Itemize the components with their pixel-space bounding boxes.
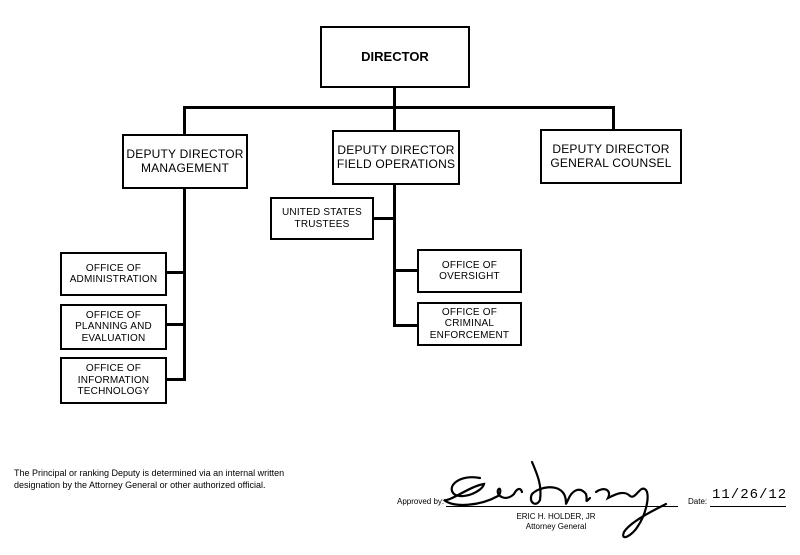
- connector-to-planning: [166, 323, 186, 326]
- approved-by-label: Approved by:: [397, 497, 445, 506]
- deputy-general-counsel-label: DEPUTY DIRECTOR GENERAL COUNSEL: [550, 141, 672, 170]
- director-label: DIRECTOR: [361, 48, 429, 64]
- connector-to-field-ops: [393, 106, 396, 132]
- principal-deputy-note: The Principal or ranking Deputy is deter…: [14, 468, 285, 490]
- signer-name: ERIC H. HOLDER, JR: [516, 512, 596, 521]
- office-criminal-enforcement-box: OFFICE OF CRIMINAL ENFORCEMENT: [417, 302, 522, 346]
- connector-to-management: [183, 106, 186, 136]
- signature-graphic: [443, 460, 668, 539]
- date-value: 11/26/12: [712, 487, 788, 503]
- connector-management-spine: [183, 188, 186, 381]
- connector-field-ops-spine: [393, 184, 396, 327]
- signer-title: Attorney General: [525, 522, 587, 531]
- deputy-field-ops-box: DEPUTY DIRECTOR FIELD OPERATIONS: [332, 130, 460, 185]
- connector-director-down: [393, 88, 396, 108]
- connector-to-it: [166, 378, 186, 381]
- united-states-trustees-box: UNITED STATES TRUSTEES: [270, 197, 374, 240]
- office-oversight-label: OFFICE OF OVERSIGHT: [439, 259, 500, 283]
- date-label: Date:: [688, 497, 708, 506]
- deputy-general-counsel-box: DEPUTY DIRECTOR GENERAL COUNSEL: [540, 129, 682, 184]
- connector-to-trustees: [374, 217, 396, 220]
- date-line: [710, 506, 786, 507]
- office-oversight-box: OFFICE OF OVERSIGHT: [417, 249, 522, 293]
- connector-to-general-counsel: [612, 106, 615, 131]
- deputy-field-ops-label: DEPUTY DIRECTOR FIELD OPERATIONS: [336, 142, 456, 171]
- connector-to-administration: [166, 271, 186, 274]
- office-planning-box: OFFICE OF PLANNING AND EVALUATION: [60, 304, 167, 350]
- deputy-management-label: DEPUTY DIRECTOR MANAGEMENT: [126, 146, 244, 175]
- office-information-technology-label: OFFICE OF INFORMATION TECHNOLOGY: [77, 363, 150, 398]
- connector-deputies-bar: [183, 106, 615, 109]
- office-criminal-enforcement-label: OFFICE OF CRIMINAL ENFORCEMENT: [429, 306, 510, 341]
- office-information-technology-box: OFFICE OF INFORMATION TECHNOLOGY: [60, 357, 167, 404]
- director-box: DIRECTOR: [320, 26, 470, 88]
- deputy-management-box: DEPUTY DIRECTOR MANAGEMENT: [122, 134, 248, 189]
- united-states-trustees-label: UNITED STATES TRUSTEES: [281, 207, 362, 230]
- office-administration-label: OFFICE OF ADMINISTRATION: [69, 262, 158, 286]
- signature-line: [446, 506, 678, 507]
- connector-to-oversight: [393, 269, 419, 272]
- office-planning-label: OFFICE OF PLANNING AND EVALUATION: [75, 309, 152, 344]
- connector-to-criminal: [393, 324, 419, 327]
- office-administration-box: OFFICE OF ADMINISTRATION: [60, 252, 167, 296]
